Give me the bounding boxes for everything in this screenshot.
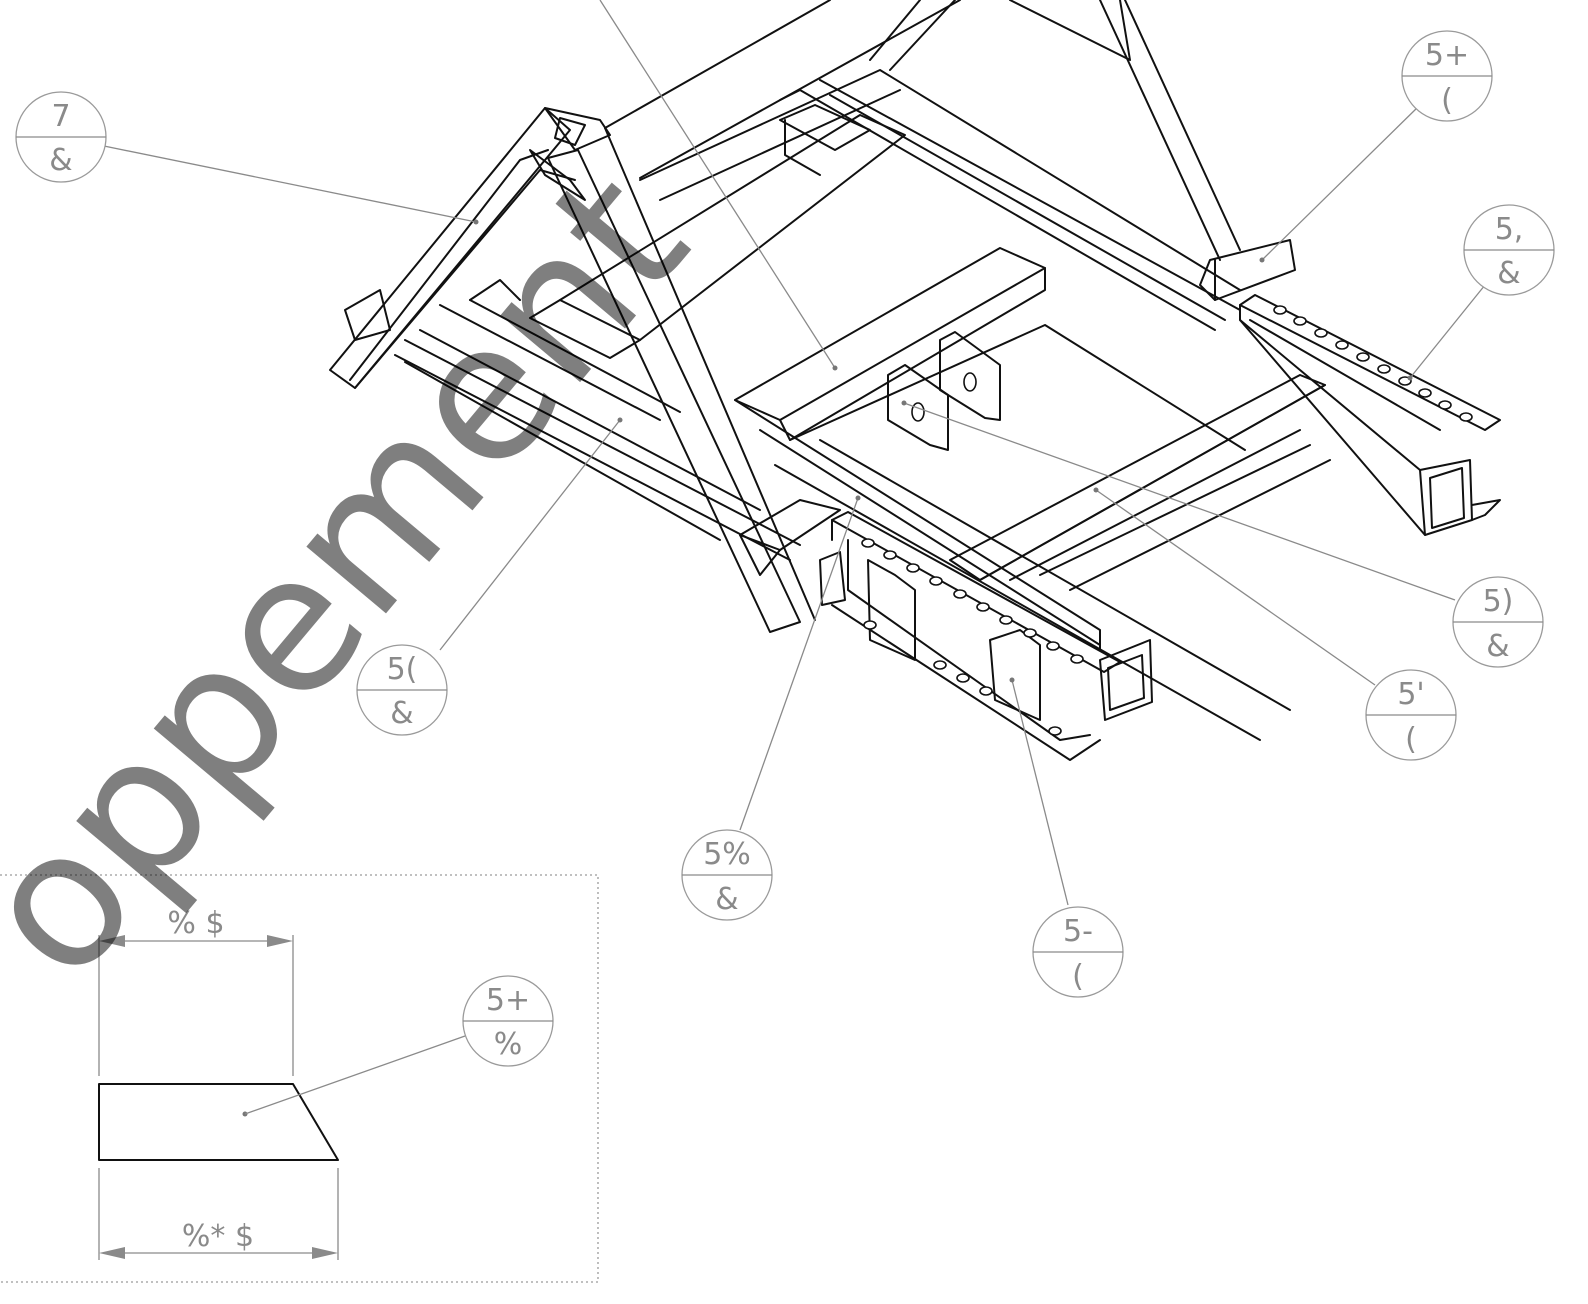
callout-7-top: 7 — [51, 99, 70, 134]
callout-5paren: 5) & — [1452, 576, 1544, 668]
callout-7: 7 & — [15, 91, 107, 183]
callout-5pct-top: 5% — [703, 837, 751, 872]
callout-5plus: 5+ ( — [1401, 30, 1493, 122]
callout-5open-bottom: & — [390, 696, 413, 731]
callout-5apos-top: 5' — [1397, 677, 1424, 712]
callout-5open: 5( & — [356, 644, 448, 736]
callout-5comma: 5, & — [1463, 204, 1555, 296]
detail-top-dimension: % $ — [167, 906, 224, 941]
watermark-text: oppement — [0, 133, 729, 1019]
callout-5comma-top: 5, — [1495, 212, 1524, 247]
callout-5dash: 5- ( — [1032, 906, 1124, 998]
callout-5dash-bottom: ( — [1072, 959, 1084, 994]
frame-structure — [329, 0, 1501, 761]
detail-part-outline — [98, 1083, 339, 1161]
callout-5plus-top: 5+ — [1425, 38, 1469, 73]
callout-5dash-top: 5- — [1063, 914, 1093, 949]
right-channel-holes — [1273, 305, 1473, 422]
callout-5paren-top: 5) — [1483, 584, 1514, 619]
callout-5plus-bottom: ( — [1441, 83, 1453, 118]
callout-5comma-bottom: & — [1497, 256, 1520, 291]
front-channel-holes — [861, 538, 1084, 736]
callout-5pct: 5% & — [681, 829, 773, 921]
detail-view: % $ %* $ 5+ % — [0, 874, 599, 1283]
detail-bottom-dimension: %* $ — [182, 1219, 254, 1254]
callout-5plus-detail-bottom: % — [494, 1027, 523, 1062]
leader-lines — [103, 0, 1486, 906]
callout-5paren-bottom: & — [1486, 629, 1509, 664]
callout-5pct-bottom: & — [715, 882, 738, 917]
callout-5plus-detail-top: 5+ — [486, 983, 530, 1018]
callout-5plus-detail: 5+ % — [462, 975, 554, 1067]
callout-7-bottom: & — [49, 143, 72, 178]
callout-5open-top: 5( — [387, 652, 418, 687]
callout-5apos-bottom: ( — [1405, 722, 1417, 757]
callout-5apos: 5' ( — [1365, 669, 1457, 761]
